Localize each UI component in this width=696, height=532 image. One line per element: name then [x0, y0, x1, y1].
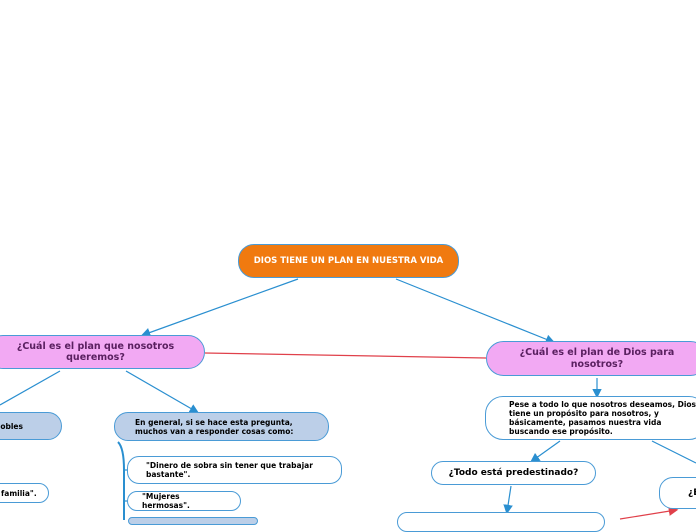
- relation-questions: [204, 352, 487, 359]
- connector-left-a: [0, 370, 61, 406]
- right-edge-node[interactable]: ¿E: [659, 477, 696, 509]
- left-sub-node-b[interactable]: En general, si se hace esta pregunta, mu…: [114, 412, 329, 441]
- left-sub-node-a[interactable]: nobles: [0, 412, 62, 440]
- connector-central-right: [395, 278, 556, 344]
- bottom-left-bar: [128, 517, 258, 525]
- left-question-node[interactable]: ¿Cuál es el plan que nosotros queremos?: [0, 335, 205, 369]
- connector-left-b: [125, 370, 200, 414]
- connector-central-left: [140, 278, 299, 338]
- connector-layer: [0, 278, 696, 520]
- answer-women-node[interactable]: "Mujeres hermosas".: [127, 491, 241, 511]
- connector-predestined-down: [503, 485, 513, 515]
- connector-desc-edge: [651, 440, 696, 464]
- central-topic[interactable]: DIOS TIENE UN PLAN EN NUESTRA VIDA: [238, 244, 459, 278]
- bottom-center-node[interactable]: [397, 512, 605, 532]
- right-question-node[interactable]: ¿Cuál es el plan de Dios para nosotros?: [486, 341, 696, 376]
- predestined-node[interactable]: ¿Todo está predestinado?: [431, 461, 596, 485]
- answer-family-node[interactable]: familia".: [0, 483, 49, 503]
- connector-desc-predestined: [530, 440, 561, 463]
- relation-bottom: [619, 506, 679, 520]
- bracket-answers: [117, 441, 125, 520]
- answer-money-node[interactable]: "Dinero de sobra sin tener que trabajar …: [127, 456, 342, 484]
- right-description-node[interactable]: Pese a todo lo que nosotros deseamos, Di…: [485, 396, 696, 440]
